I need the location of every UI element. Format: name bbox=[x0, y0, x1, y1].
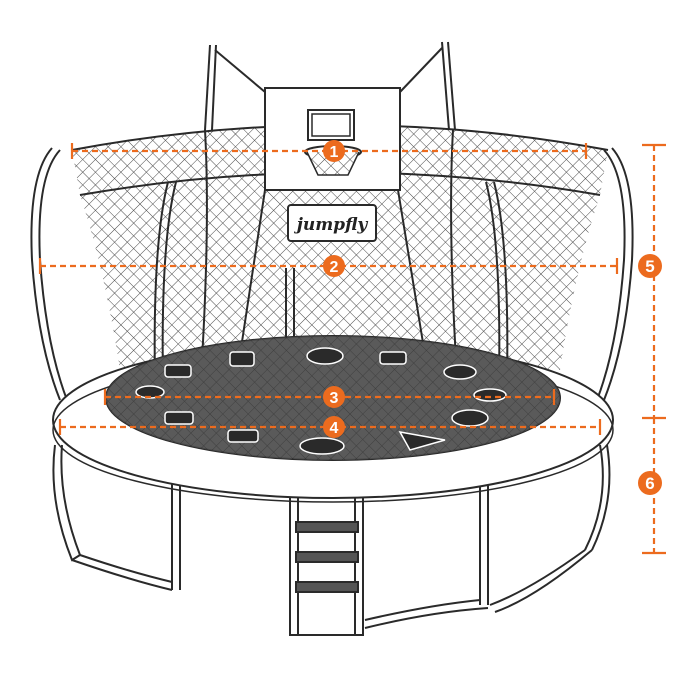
svg-text:1: 1 bbox=[330, 144, 339, 161]
marker-2: 2 bbox=[323, 255, 345, 277]
marker-5: 5 bbox=[638, 254, 662, 278]
legs bbox=[52, 444, 611, 629]
svg-text:2: 2 bbox=[330, 259, 339, 276]
svg-text:3: 3 bbox=[330, 390, 339, 407]
svg-text:4: 4 bbox=[330, 420, 339, 437]
brand-sign: jumpfly bbox=[287, 204, 377, 242]
marker-4: 4 bbox=[323, 416, 345, 438]
basketball-hoop bbox=[264, 87, 401, 191]
svg-text:5: 5 bbox=[645, 257, 654, 276]
ladder bbox=[289, 494, 364, 636]
enclosure-poles bbox=[30, 41, 634, 471]
marker-1: 1 bbox=[323, 140, 345, 162]
marker-3: 3 bbox=[323, 386, 345, 408]
svg-text:6: 6 bbox=[645, 474, 654, 493]
mat-decorations bbox=[135, 347, 507, 455]
dimension-ticks bbox=[38, 143, 666, 555]
brand-name: jumpfly bbox=[294, 215, 369, 235]
marker-6: 6 bbox=[638, 471, 662, 495]
